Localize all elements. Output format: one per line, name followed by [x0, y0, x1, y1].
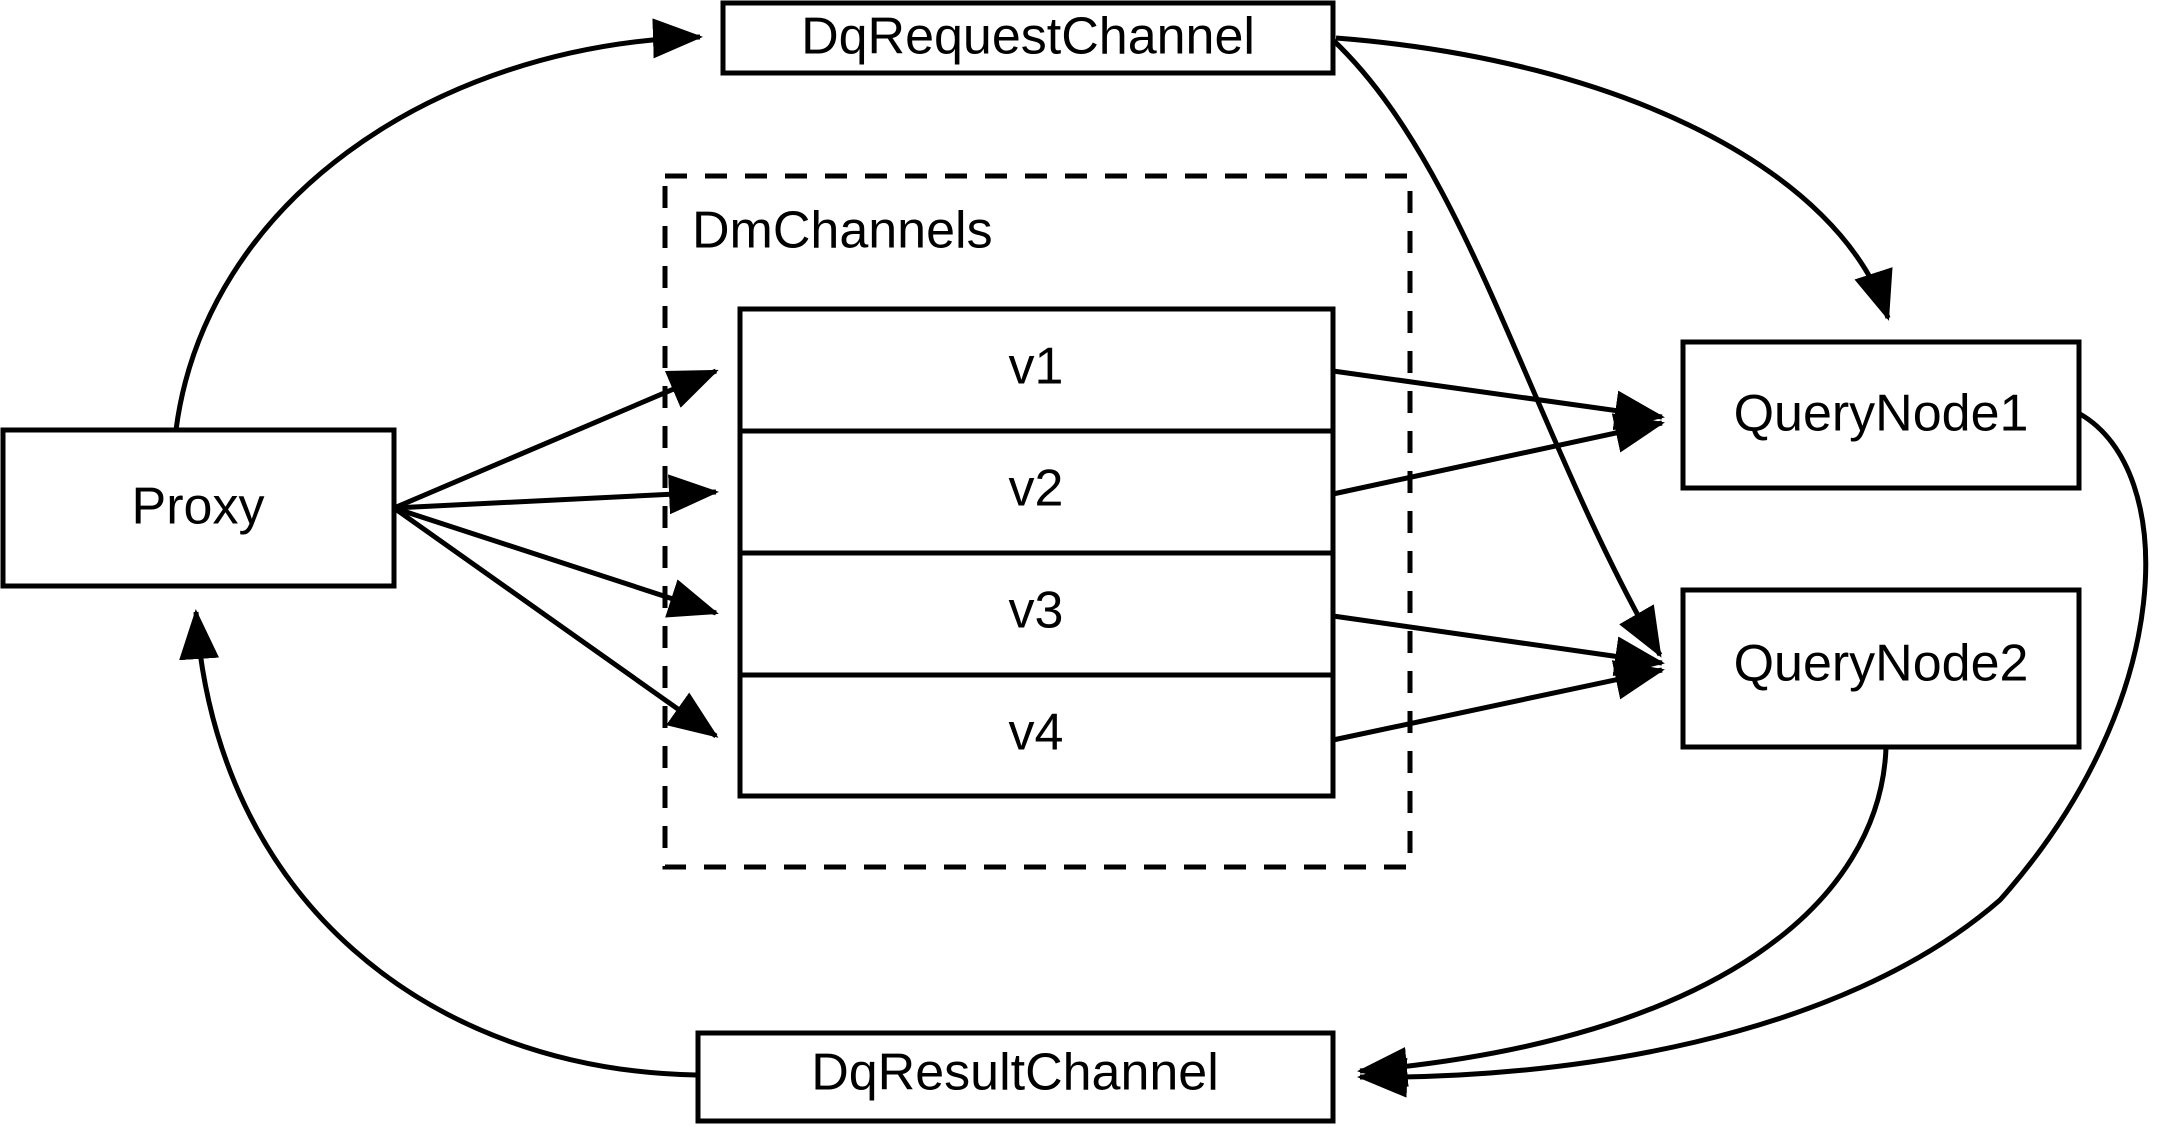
querynode2-label: QueryNode2 [1734, 635, 2029, 693]
querynode1-box[interactable] [1680, 339, 2082, 491]
querynode2-box[interactable] [1680, 587, 2082, 750]
channel-label-v2: v2 [1009, 460, 1064, 518]
edge-proxy-to-v1 [393, 368, 719, 511]
node-querynode2[interactable]: QueryNode2 [1680, 587, 2082, 750]
edge-proxy-to-v2 [393, 474, 719, 515]
dmchannels-group-label: DmChannels [692, 202, 993, 260]
edge-dqresultchannel-to-proxy [179, 609, 697, 1078]
edge-querynode1-to-dqresultchannel [1357, 411, 2149, 1098]
channel-label-v1: v1 [1009, 338, 1064, 396]
dqresultchannel-label: DqResultChannel [811, 1044, 1219, 1102]
channel-label-v3: v3 [1009, 582, 1064, 640]
proxy-label: Proxy [132, 478, 265, 536]
dqrequestchannel-box[interactable] [720, 0, 1336, 76]
dqrequestchannel-label: DqRequestChannel [801, 8, 1255, 66]
edge-dqrequestchannel-to-querynode2 [1331, 38, 1663, 658]
dmchannels-stack: v1 v2 v3 v4 [737, 306, 1336, 799]
node-proxy[interactable]: Proxy [0, 427, 397, 589]
edge-v1-to-querynode1 [1332, 368, 1665, 431]
node-dqresultchannel[interactable]: DqResultChannel [695, 1030, 1336, 1124]
edge-proxy-to-dqrequestchannel [173, 18, 703, 431]
edge-querynode2-to-dqresultchannel [1357, 747, 1889, 1087]
channel-label-v4: v4 [1009, 704, 1064, 762]
dmchannels-group-box [662, 173, 1413, 870]
node-querynode1[interactable]: QueryNode1 [1680, 339, 2082, 491]
proxy-box[interactable] [0, 427, 397, 589]
edge-v3-to-querynode2 [1332, 613, 1665, 677]
edge-v2-to-querynode1 [1332, 413, 1665, 497]
edge-v4-to-querynode2 [1332, 660, 1665, 743]
edge-dqrequestchannel-to-querynode1 [1335, 35, 1893, 321]
edge-proxy-to-v3 [393, 505, 719, 618]
edge-proxy-to-v4 [392, 505, 719, 739]
node-dqrequestchannel[interactable]: DqRequestChannel [720, 0, 1336, 76]
querynode1-label: QueryNode1 [1734, 385, 2029, 443]
dqresultchannel-box[interactable] [695, 1030, 1336, 1124]
